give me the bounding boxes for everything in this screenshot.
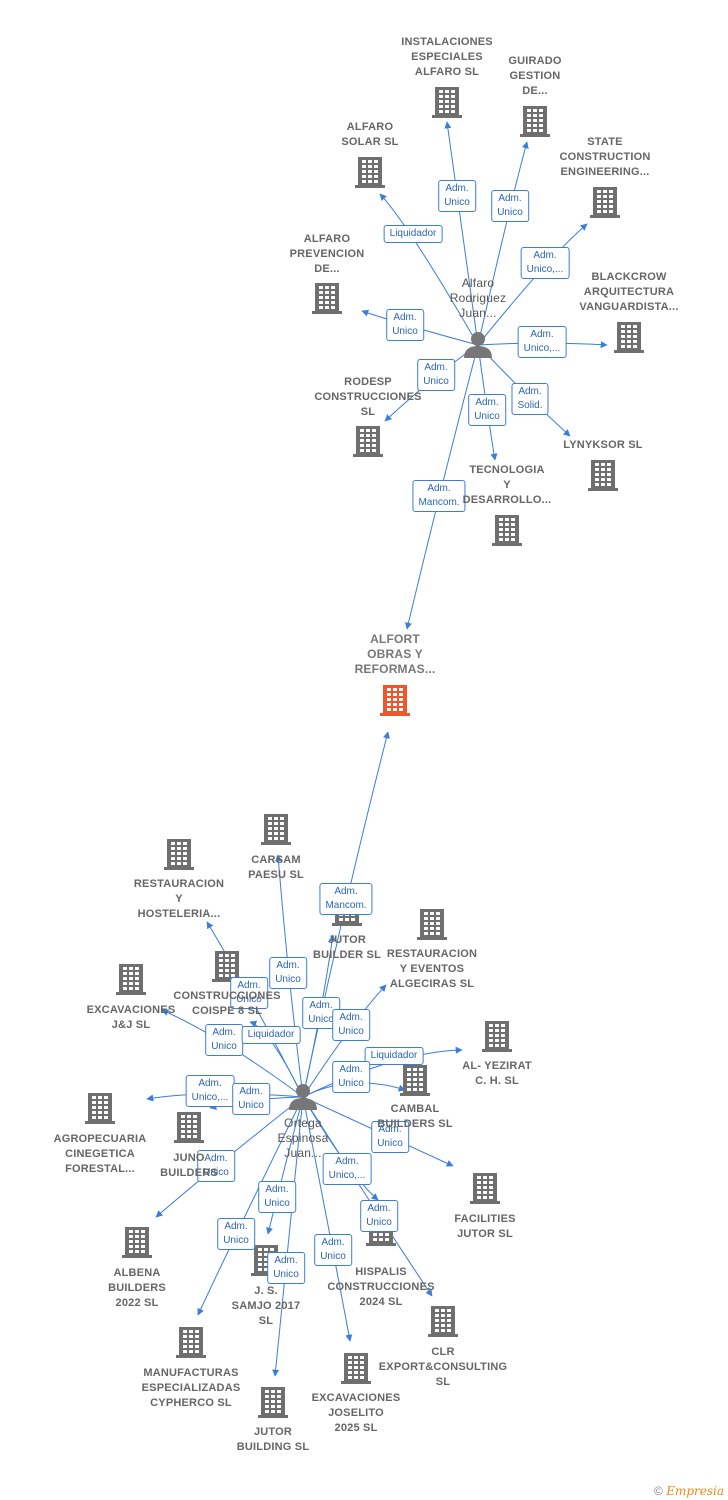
building-icon-c8[interactable] [588,460,618,491]
edge-label-p1-c4[interactable]: Adm. Unico,... [520,247,570,279]
edge-label-p2-c21[interactable]: Adm. Unico [197,1150,235,1182]
building-icon-c4[interactable] [590,187,620,218]
building-icon-c20[interactable] [470,1173,500,1204]
node-label-c14: EXCAVACIONES J&J SL [86,1004,176,1031]
node-label-c7: RODESP CONSTRUCCIONES SL [314,376,422,418]
edge-label-p1-c3[interactable]: Liquidador [383,225,443,243]
building-icon-c24[interactable] [428,1306,458,1337]
edge-label-p2-c20[interactable]: Adm. Unico [371,1121,409,1153]
edge-label-p1-c2[interactable]: Adm. Unico [491,190,529,222]
node-label-c12: JUTOR BUILDER SL [313,934,381,961]
edge-label-p2-c24[interactable]: Adm. Unico [360,1200,398,1232]
node-label-c11: RESTAURACION Y HOSTELERIA... [133,878,225,920]
node-label-c16: AL- YEZIRAT C. H. SL [462,1060,532,1087]
building-icon-c19[interactable] [174,1112,204,1143]
building-icon-c14[interactable] [116,964,146,995]
brand-logo[interactable]: Empresia [666,1484,724,1498]
focus-building-icon[interactable] [380,685,410,716]
node-label-focus: ALFORT OBRAS Y REFORMAS... [354,632,436,676]
node-label-c24: CLR EXPORT&CONSULTING SL [378,1346,508,1388]
node-label-c9: TECNOLOGIA Y DESARROLLO... [462,464,552,506]
person-icon-p2[interactable] [289,1084,317,1110]
node-label-p2: Ortega Espinosa Juan... [277,1116,329,1160]
building-icon-c25[interactable] [176,1327,206,1358]
footer: © Empresia [654,1484,724,1498]
node-label-c5: ALFARO PREVENCION DE... [289,233,365,275]
edge-label-p2-c19[interactable]: Adm. Unico [232,1083,270,1115]
node-label-c17: CAMBAL BUILDERS SL [377,1103,453,1130]
building-icon-c16[interactable] [482,1021,512,1052]
edge-label-p2-c26[interactable]: Adm. Unico [314,1234,352,1266]
node-label-c21: ALBENA BUILDERS 2022 SL [108,1267,166,1309]
building-icon-c21[interactable] [122,1227,152,1258]
node-label-c22: J. S. SAMJO 2017 SL [231,1285,301,1327]
node-label-c3: ALFARO SOLAR SL [341,121,399,148]
edge-label-p2-focus[interactable]: Adm. Mancom. [319,883,373,915]
edge-label-p2-c16[interactable]: Liquidador [364,1047,424,1065]
building-icon-c9[interactable] [492,515,522,546]
edge-p1-c3 [379,193,479,346]
building-icon-c1[interactable] [432,87,462,118]
node-label-p1: Alfaro Rodriguez Juan... [449,276,507,320]
edge-label-p2-c10[interactable]: Adm. Unico [269,957,307,989]
building-icon-c17[interactable] [400,1065,430,1096]
building-icon-c6[interactable] [614,322,644,353]
node-label-c13: RESTAURACION Y EVENTOS ALGECIRAS SL [386,948,478,990]
building-icon-c7[interactable] [353,426,383,457]
building-icon-c3[interactable] [355,157,385,188]
edge-label-p1-c7[interactable]: Adm. Unico [417,359,455,391]
building-icon-c27[interactable] [258,1387,288,1418]
node-label-c6: BLACKCROW ARQUITECTURA VANGUARDISTA... [579,271,679,313]
edge-label-p2-c27[interactable]: Adm. Unico [267,1252,305,1284]
building-icon-c18[interactable] [85,1093,115,1124]
node-label-c8: LYNYKSOR SL [563,439,643,451]
edge-p2-c15 [249,1020,304,1098]
node-label-c19: JUNO BUILDERS [160,1152,218,1179]
edge-label-p2-c14[interactable]: Adm. Unico [205,1024,243,1056]
edge-label-p2-c22[interactable]: Adm. Unico [258,1181,296,1213]
edge-label-p2-c11[interactable]: Adm. Unico [230,977,268,1009]
node-label-c18: AGROPECUARIA CINEGETICA FORESTAL... [53,1133,147,1175]
copyright-icon: © [654,1484,663,1498]
node-label-c23: HISPALIS CONSTRUCCIONES 2024 SL [327,1266,435,1308]
edge-label-p1-c9[interactable]: Adm. Unico [468,394,506,426]
edge-label-p2-c23[interactable]: Adm. Unico,... [322,1153,372,1185]
building-icon-c2[interactable] [520,106,550,137]
edge-label-p2-c15[interactable]: Liquidador [241,1026,301,1044]
edge-label-p1-c6[interactable]: Adm. Unico,... [517,326,567,358]
edge-label-p2-c18[interactable]: Adm. Unico,... [185,1075,235,1107]
node-label-c20: FACILITIES JUTOR SL [454,1213,516,1240]
node-label-c15: CONSTRUCCIONES COISPE 8 SL [173,990,281,1017]
edge-label-p2-c17[interactable]: Adm. Unico [332,1061,370,1093]
node-label-c27: JUTOR BUILDING SL [236,1426,310,1453]
building-icon-c13[interactable] [417,909,447,940]
building-icon-c26[interactable] [341,1353,371,1384]
building-icon-c11[interactable] [164,839,194,870]
building-icon-c15[interactable] [212,951,242,982]
node-label-c10: CARSAM PAESU SL [248,854,304,881]
building-icon-c5[interactable] [312,283,342,314]
edge-label-p1-c1[interactable]: Adm. Unico [438,180,476,212]
edge-label-p1-c8[interactable]: Adm. Solid. [511,383,549,415]
node-label-c25: MANUFACTURAS ESPECIALIZADAS CYPHERCO SL [141,1367,241,1409]
node-label-c2: GUIRADO GESTION DE... [508,55,562,97]
node-label-c4: STATE CONSTRUCTION ENGINEERING... [559,136,651,178]
edge-label-p1-focus[interactable]: Adm. Mancom. [412,480,466,512]
node-label-c26: EXCAVACIONES JOSELITO 2025 SL [311,1392,401,1434]
edge-label-p1-c5[interactable]: Adm. Unico [386,309,424,341]
edge-label-p2-c13[interactable]: Adm. Unico [332,1009,370,1041]
person-icon-p1[interactable] [464,332,492,358]
edge-label-p2-c25[interactable]: Adm. Unico [217,1218,255,1250]
node-label-c1: INSTALACIONES ESPECIALES ALFARO SL [401,36,493,78]
building-icon-c10[interactable] [261,814,291,845]
